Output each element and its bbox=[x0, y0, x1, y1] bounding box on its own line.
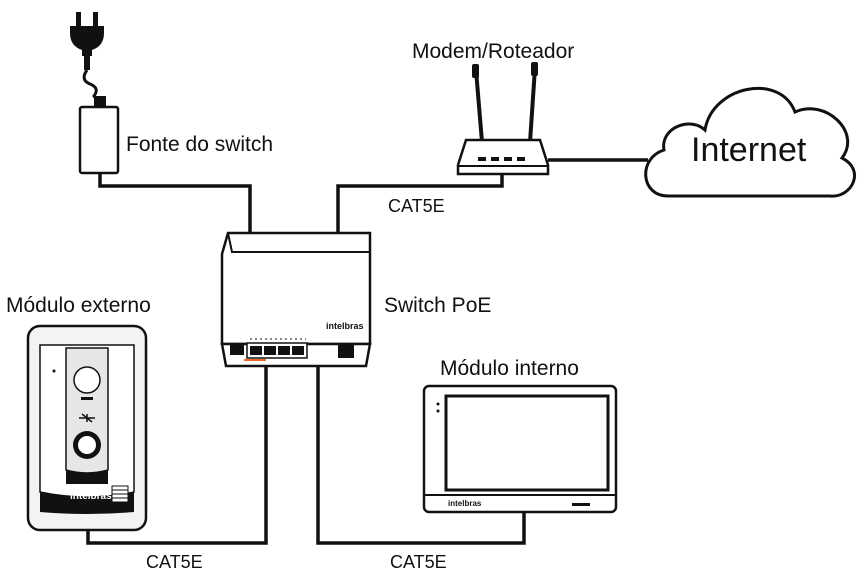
switch-brand-logo: intelbras bbox=[326, 321, 364, 331]
cloud-icon bbox=[644, 86, 856, 198]
cable-switch-external bbox=[86, 362, 268, 545]
internal-brand-logo: intelbras bbox=[448, 499, 482, 508]
cable-external-label: CAT5E bbox=[146, 552, 203, 572]
power-supply-label: Fonte do switch bbox=[126, 133, 273, 156]
external-module-icon bbox=[26, 324, 148, 532]
external-module-label: Módulo externo bbox=[6, 294, 151, 317]
internal-module-icon bbox=[422, 384, 618, 514]
wires bbox=[86, 158, 648, 545]
cable-router-switch bbox=[336, 172, 504, 235]
router-icon bbox=[456, 62, 550, 176]
power-supply-icon bbox=[70, 12, 120, 175]
external-brand-logo: intelbras bbox=[70, 491, 112, 502]
cable-internal-label: CAT5E bbox=[390, 552, 447, 572]
cable-router-switch-label: CAT5E bbox=[388, 196, 445, 216]
internet-label: Internet bbox=[691, 131, 807, 169]
switch-label: Switch PoE bbox=[384, 294, 491, 317]
switch-icon bbox=[220, 231, 372, 368]
internal-module-label: Módulo interno bbox=[440, 357, 579, 380]
power-cable bbox=[98, 172, 252, 235]
cable-switch-internal bbox=[316, 364, 526, 545]
router-label: Modem/Roteador bbox=[412, 40, 574, 63]
